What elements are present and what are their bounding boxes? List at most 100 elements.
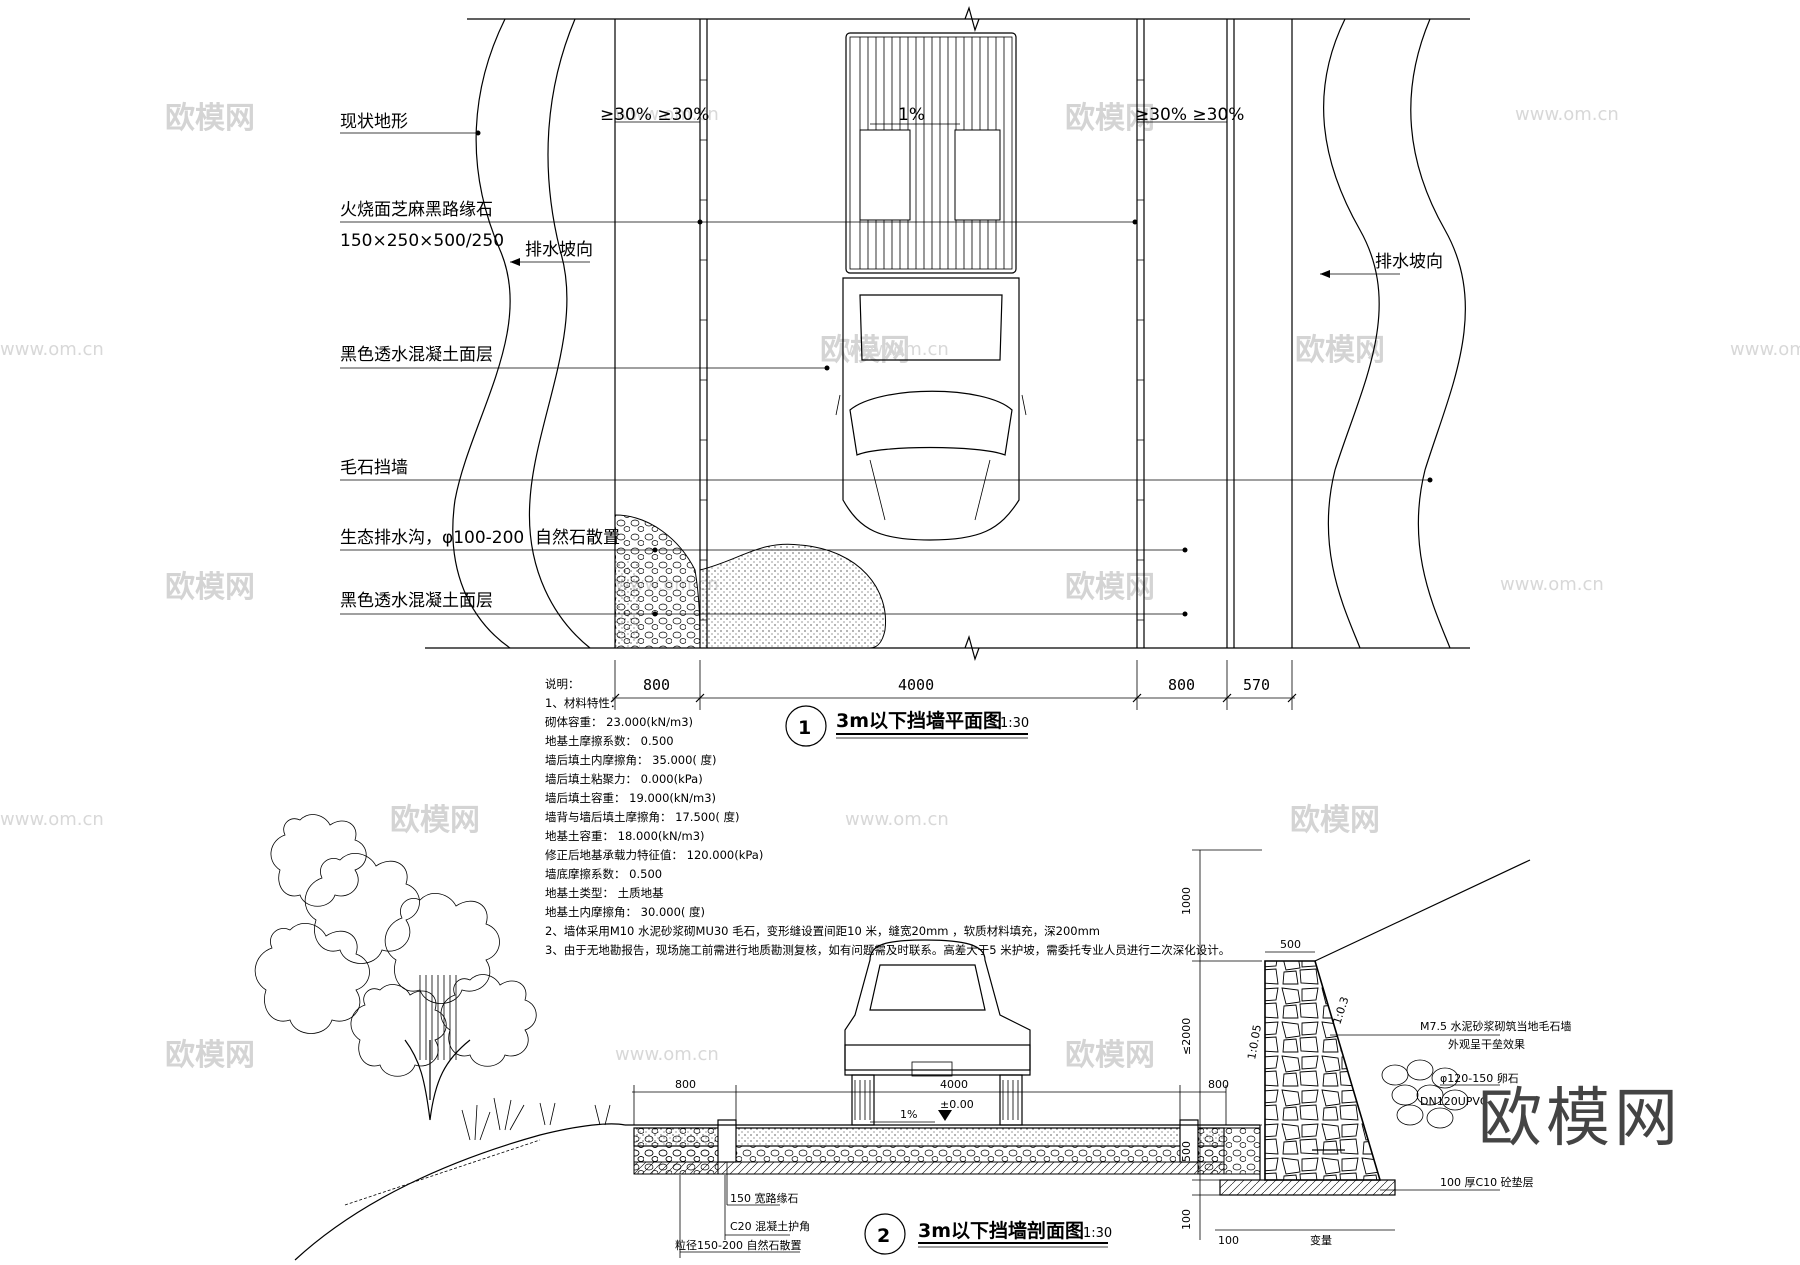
label-stone: φ120-150 卵石 [1440,1072,1519,1085]
watermark: 欧模网 [165,101,255,136]
dim-var: 变量 [1310,1233,1332,1247]
terrain-curve-right [1410,18,1466,649]
note-line: 3、由于无地勘报告，现场施工前需进行地质勘测复核，如有问题需及时联系。高差大于5… [545,943,1230,957]
label-curb-width: 150 宽路缘石 [730,1191,799,1205]
break-mark [964,635,980,661]
note-line: 墙后填土粘聚力： 0.000(kPa) [545,772,703,786]
label-wall-finish: 外观呈干垒效果 [1448,1037,1525,1051]
note-line: 地基土内摩擦角： 30.000( 度) [545,905,705,919]
watermark-url: www.om.cn [845,339,949,360]
ratio-1: 1:0.05 [1245,1024,1264,1061]
watermark: 欧模网 [390,803,480,838]
dim-800: 800 [1168,676,1195,694]
note-line: 地基土类型： 土质地基 [545,886,664,900]
note-line: 修正后地基承载力特征值： 120.000(kPa) [545,848,763,862]
dim-100-left: 100 [1218,1234,1239,1247]
ground-slope-left [294,1123,626,1261]
note-line: 砌体容重： 23.000(kN/m3) [545,715,693,729]
watermark: 欧模网 [1295,333,1385,368]
section-slope: 1% [900,1108,917,1121]
plan-title: 1 3m以下挡墙平面图 1:30 [785,705,1029,747]
section-title-number: 2 [877,1225,890,1247]
dim-4000: 4000 [898,676,934,694]
label-haunch: C20 混凝土护角 [730,1219,810,1233]
label-rubble-wall: 毛石挡墙 [340,458,408,478]
label-curb-spec: 150×250×500/250 [340,231,504,251]
label-wall: M7.5 水泥砂浆砌筑当地毛石墙 [1420,1019,1571,1033]
watermark-url: www.om.cn [1515,104,1619,125]
terrain-curve-left [528,18,591,649]
note-line: 墙后填土容重： 19.000(kN/m3) [545,791,716,805]
dim-100: 100 [1180,1209,1193,1230]
note-line: 1、材料特性： [545,696,621,710]
curb-labels: 150 宽路缘石 C20 混凝土护角 粒径150-200 自然石散置 [675,1162,810,1258]
plan-title-text: 3m以下挡墙平面图 [836,709,1002,732]
dot-fill [615,560,640,648]
watermark: 欧模网 [165,1038,255,1073]
dim-top-h: 1000 [1180,887,1193,915]
label-natural-stone: 自然石散置 [535,528,620,548]
dim-800: 800 [643,676,670,694]
section-level: ±0.00 [940,1098,974,1111]
watermark-url: www.om.cn [0,339,104,360]
tree-illustration [254,814,537,1121]
watermark-url: www.om.cn [615,104,719,125]
dim-height: ≤2000 [1180,1018,1193,1055]
label-base: 100 厚C10 砼垫层 [1440,1175,1534,1189]
watermark-url: www.om.cn [615,1044,719,1065]
slope-left: ≥30% ≥30% [600,105,709,125]
ratio-2: 1:0.3 [1330,995,1351,1026]
label-eco-ditch: 生态排水沟，φ100-200 [340,528,524,548]
plan-scale: 1:30 [1000,716,1029,731]
note-line: 地基土摩擦系数： 0.500 [545,734,674,748]
break-mark [964,6,980,32]
watermark: 欧模网 [1290,803,1380,838]
road-section [625,1119,1261,1175]
section-dimensions: 800 4000 800 [632,1078,1229,1125]
terrain-curve-left [452,18,511,649]
watermark-url: www.om.cn [0,809,104,830]
sec-dim-4000: 4000 [940,1078,968,1091]
notes-block: 说明： 1、材料特性： 砌体容重： 23.000(kN/m3) 地基土摩擦系数：… [545,677,1230,957]
note-line: 墙后填土内摩擦角： 35.000( 度) [545,753,717,767]
watermark: 欧模网 [820,333,910,368]
wall-top-dim: 500 [1280,938,1301,951]
label-stone2: 粒径150-200 自然石散置 [675,1238,801,1252]
sec-dim-800: 800 [1208,1078,1229,1091]
note-line: 墙背与墙后填土摩擦角： 17.500( 度) [545,810,740,824]
groundcover [344,1139,541,1206]
note-line: 2、墙体采用M10 水泥砂浆砌MU30 毛石，变形缝设置间距10 米，缝宽20m… [545,924,1100,938]
truck-plan [835,32,1027,541]
terrain-curve-right [1323,18,1380,649]
dim-570: 570 [1243,676,1270,694]
brand-logo: 欧模网 [1478,1082,1682,1156]
slope-center: 1% [898,105,925,125]
section-view: 1% ±0.00 800 4000 800 [254,814,1571,1261]
watermark-url: www.om.cn [1730,339,1800,360]
label-concrete-bottom: 黑色透水混凝土面层 [340,591,493,611]
slope-right: ≥30% ≥30% [1135,105,1244,125]
natural-stone-area [699,543,887,649]
watermark-url: www.om.cn [1500,574,1604,595]
dim-500: 500 [1180,1141,1193,1162]
grass-tufts [461,1097,611,1141]
curb-joints [700,79,1144,621]
note-line: 地基土容重： 18.000(kN/m3) [545,829,705,843]
watermark: 欧模网 [1065,101,1155,136]
watermark: 欧模网 [165,570,255,605]
retaining-wall [1219,859,1531,1196]
note-line: 墙底摩擦系数： 0.500 [545,867,662,881]
section-title-text: 3m以下挡墙剖面图 [918,1219,1084,1242]
notes-heading: 说明： [545,677,580,691]
watermark-url: www.om.cn [845,809,949,830]
wall-labels: M7.5 水泥砂浆砌筑当地毛石墙 外观呈干垒效果 φ120-150 卵石 DN1… [1330,1019,1571,1191]
truck-section [844,939,1031,1126]
plan-dimensions: 800 4000 800 570 [610,660,1297,710]
section-title: 2 3m以下挡墙剖面图 1:30 [864,1213,1112,1255]
level-marker [938,1110,952,1121]
watermark: 欧模网 [1065,1038,1155,1073]
label-pipe: DN120UPVC [1420,1095,1488,1108]
plan-view: ≥30% ≥30% 1% ≥30% ≥30% 现状地形 火烧面芝麻黑路缘石 15… [340,6,1470,747]
label-terrain: 现状地形 [340,112,408,132]
